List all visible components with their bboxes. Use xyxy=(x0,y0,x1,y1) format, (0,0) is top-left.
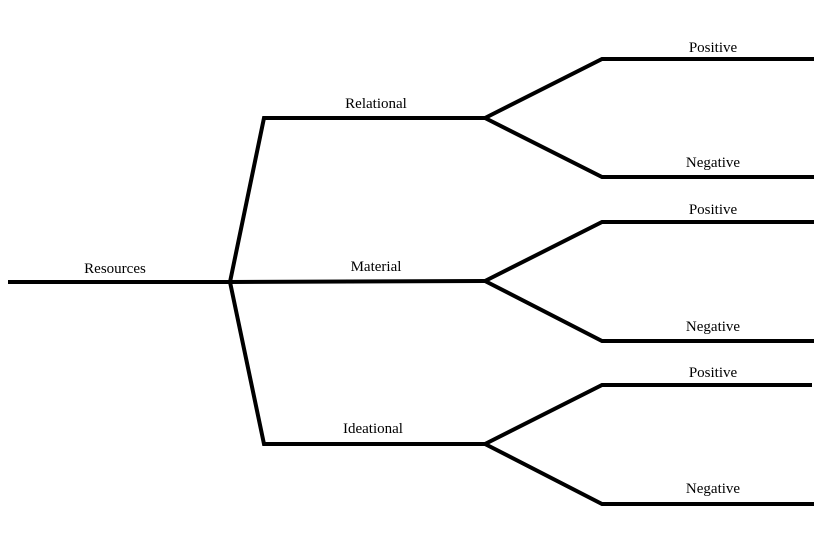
branch-edge-relational xyxy=(228,116,485,283)
branch-label-ideational: Ideational xyxy=(343,421,403,437)
leaf-edge-ideational-negative xyxy=(484,442,814,506)
leaf-label-relational-positive: Positive xyxy=(689,40,738,56)
root-label: Resources xyxy=(84,261,146,277)
leaf-edge-ideational-positive xyxy=(484,383,812,446)
branch-edge-ideational xyxy=(228,281,485,446)
leaf-label-material-negative: Negative xyxy=(686,319,740,335)
leaf-edge-material-positive xyxy=(484,220,814,283)
leaf-edge-relational-positive xyxy=(484,57,814,120)
leaf-label-material-positive: Positive xyxy=(689,202,738,218)
leaf-edge-relational-negative xyxy=(484,116,814,179)
leaf-label-ideational-negative: Negative xyxy=(686,481,740,497)
branch-label-material: Material xyxy=(351,259,402,275)
branch-label-relational: Relational xyxy=(345,96,407,112)
leaf-label-ideational-positive: Positive xyxy=(689,365,738,381)
branch-edge-material xyxy=(229,279,486,284)
leaf-label-relational-negative: Negative xyxy=(686,155,740,171)
leaf-edge-material-negative xyxy=(484,279,814,343)
